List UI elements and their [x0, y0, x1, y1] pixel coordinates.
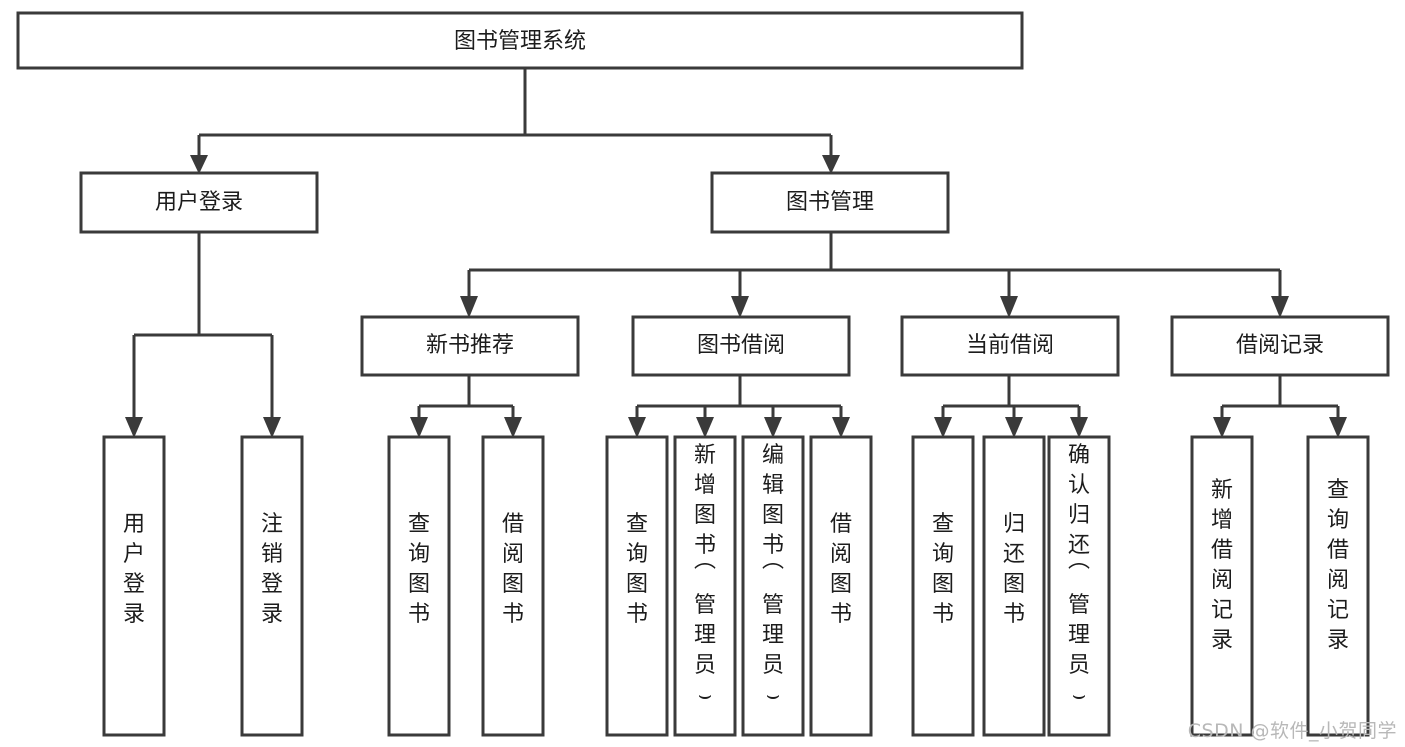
- node-current-borrow-box[interactable]: [900, 315, 1120, 377]
- arrow-to-leaf-query-book-3: [934, 417, 952, 438]
- node-leaf-add-record-box[interactable]: [1190, 435, 1254, 737]
- node-borrow-record-label: 借阅记录: [1236, 333, 1324, 358]
- node-book-borrow[interactable]: 图书借阅: [631, 315, 851, 377]
- node-leaf-user-login-label: 用户登录: [123, 512, 145, 627]
- node-leaf-confirm-return-label: 确认归还⌒管理员⌣: [1068, 443, 1090, 708]
- node-book-manage-label: 图书管理: [786, 190, 874, 215]
- node-leaf-edit-book-box[interactable]: [741, 435, 805, 737]
- node-current-borrow-label: 当前借阅: [966, 333, 1054, 358]
- arrow-to-leaf-add-record: [1213, 417, 1231, 438]
- node-leaf-add-record-label: 新增借阅记录: [1211, 478, 1233, 653]
- node-leaf-add-book-label: 新增图书⌒管理员⌣: [694, 443, 716, 708]
- arrow-to-leaf-confirm-return: [1070, 417, 1088, 438]
- node-leaf-borrow-book-1-label: 借阅图书: [502, 512, 524, 627]
- node-user-login-label: 用户登录: [155, 190, 243, 215]
- node-new-book-recommend[interactable]: 新书推荐: [360, 315, 580, 377]
- node-leaf-add-record[interactable]: 新增借阅记录: [1190, 435, 1254, 737]
- node-user-login-box[interactable]: [79, 171, 319, 234]
- arrow-to-leaf-user-login: [125, 417, 143, 438]
- node-leaf-add-book[interactable]: 新增图书⌒管理员⌣: [673, 435, 737, 737]
- node-leaf-query-book-1-box[interactable]: [387, 435, 451, 737]
- arrow-to-leaf-add-book: [696, 417, 714, 438]
- node-book-borrow-label: 图书借阅: [697, 333, 785, 358]
- node-leaf-borrow-book-1[interactable]: 借阅图书: [481, 435, 545, 737]
- node-leaf-return-book-label: 归还图书: [1003, 512, 1025, 627]
- node-borrow-record[interactable]: 借阅记录: [1170, 315, 1390, 377]
- arrow-to-leaf-edit-book: [764, 417, 782, 438]
- arrow-to-leaf-return-book: [1005, 417, 1023, 438]
- arrow-to-book-manage: [822, 155, 840, 174]
- arrow-to-borrow-record: [1271, 296, 1289, 318]
- node-leaf-query-record-box[interactable]: [1306, 435, 1370, 737]
- node-leaf-query-book-1[interactable]: 查询图书: [387, 435, 451, 737]
- node-leaf-return-book[interactable]: 归还图书: [982, 435, 1046, 737]
- node-book-manage[interactable]: 图书管理: [710, 171, 950, 234]
- node-leaf-return-book-box[interactable]: [982, 435, 1046, 737]
- node-leaf-borrow-book-2-label: 借阅图书: [830, 512, 852, 627]
- node-root-label: 图书管理系统: [454, 29, 586, 54]
- node-leaf-user-logout[interactable]: 注销登录: [240, 435, 304, 737]
- arrow-to-leaf-query-record: [1329, 417, 1347, 438]
- arrow-to-leaf-borrow-book-2: [832, 417, 850, 438]
- node-root-box[interactable]: [16, 11, 1024, 70]
- node-leaf-user-login[interactable]: 用户登录: [102, 435, 166, 737]
- node-leaf-borrow-book-2[interactable]: 借阅图书: [809, 435, 873, 737]
- csdn-watermark: CSDN @软件_小贺同学: [1187, 720, 1397, 742]
- node-leaf-add-book-box[interactable]: [673, 435, 737, 737]
- node-new-book-recommend-label: 新书推荐: [426, 333, 514, 358]
- node-leaf-confirm-return-box[interactable]: [1047, 435, 1111, 737]
- node-leaf-query-book-3[interactable]: 查询图书: [911, 435, 975, 737]
- arrow-to-current-borrow: [1000, 296, 1018, 318]
- node-leaf-query-book-2-label: 查询图书: [626, 512, 648, 627]
- node-book-manage-box[interactable]: [710, 171, 950, 234]
- node-user-login[interactable]: 用户登录: [79, 171, 319, 234]
- node-leaf-user-logout-box[interactable]: [240, 435, 304, 737]
- arrow-to-new-book-recommend: [460, 296, 478, 318]
- connector-layer: [125, 68, 1347, 438]
- node-leaf-user-logout-label: 注销登录: [261, 512, 283, 627]
- node-leaf-query-book-2[interactable]: 查询图书: [605, 435, 669, 737]
- arrow-to-leaf-user-logout: [263, 417, 281, 438]
- node-new-book-recommend-box[interactable]: [360, 315, 580, 377]
- node-leaf-edit-book[interactable]: 编辑图书⌒管理员⌣: [741, 435, 805, 737]
- node-leaf-query-book-3-label: 查询图书: [932, 512, 954, 627]
- node-leaf-edit-book-label: 编辑图书⌒管理员⌣: [762, 443, 784, 708]
- node-leaf-borrow-book-1-box[interactable]: [481, 435, 545, 737]
- node-leaf-query-record[interactable]: 查询借阅记录: [1306, 435, 1370, 737]
- node-leaf-query-book-2-box[interactable]: [605, 435, 669, 737]
- arrow-to-book-borrow: [731, 296, 749, 318]
- arrow-to-user-login: [190, 155, 208, 174]
- node-leaf-query-book-1-label: 查询图书: [408, 512, 430, 627]
- node-leaf-user-login-box[interactable]: [102, 435, 166, 737]
- node-leaf-borrow-book-2-box[interactable]: [809, 435, 873, 737]
- node-leaf-confirm-return[interactable]: 确认归还⌒管理员⌣: [1047, 435, 1111, 737]
- node-leaf-query-book-3-box[interactable]: [911, 435, 975, 737]
- node-borrow-record-box[interactable]: [1170, 315, 1390, 377]
- arrow-to-leaf-query-book-2: [628, 417, 646, 438]
- node-current-borrow[interactable]: 当前借阅: [900, 315, 1120, 377]
- arrow-to-leaf-borrow-book-1: [504, 417, 522, 438]
- node-leaf-query-record-label: 查询借阅记录: [1327, 478, 1349, 653]
- arrow-to-leaf-query-book-1: [410, 417, 428, 438]
- node-book-borrow-box[interactable]: [631, 315, 851, 377]
- node-root[interactable]: 图书管理系统: [16, 11, 1024, 70]
